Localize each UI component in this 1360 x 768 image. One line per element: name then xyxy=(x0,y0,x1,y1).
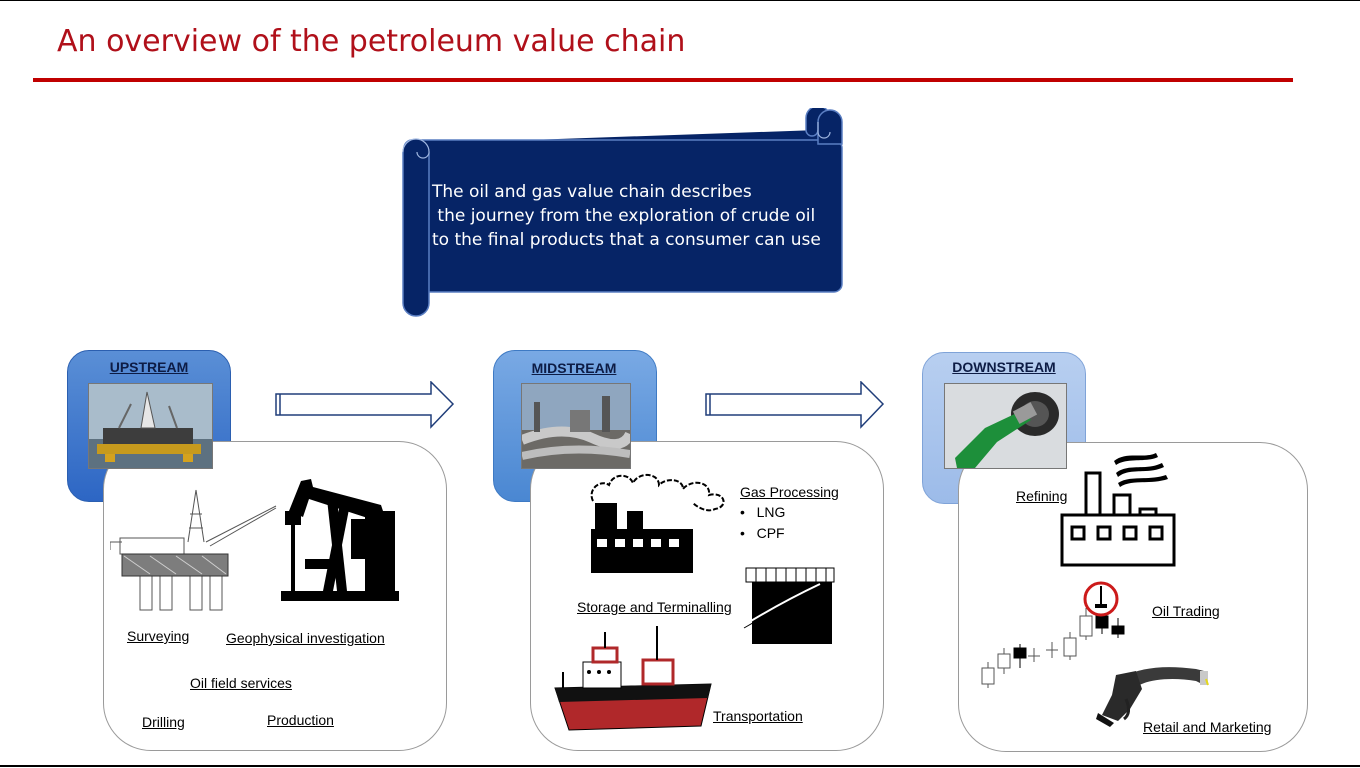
upstream-label: UPSTREAM xyxy=(109,359,189,375)
storage-terminalling-label[interactable]: Storage and Terminalling xyxy=(577,599,732,615)
right-arrow-icon xyxy=(275,381,455,429)
tanker-ship-icon xyxy=(554,626,712,731)
production-label[interactable]: Production xyxy=(267,712,334,728)
oil-field-services-label[interactable]: Oil field services xyxy=(190,675,292,691)
fuel-nozzle-icon xyxy=(1096,667,1209,727)
slide-top-border xyxy=(0,0,1360,1)
gas-processing-label[interactable]: Gas Processing xyxy=(740,484,839,500)
slide-bottom-border xyxy=(0,765,1360,767)
transportation-label[interactable]: Transportation xyxy=(713,708,803,724)
geophysical-investigation-label[interactable]: Geophysical investigation xyxy=(226,630,385,646)
storage-tank-icon xyxy=(743,567,835,644)
candlestick-chart-icon xyxy=(981,581,1125,688)
downstream-label: DOWNSTREAM xyxy=(952,359,1056,375)
lng-bullet: • LNG xyxy=(740,504,786,520)
refinery-icon xyxy=(1060,453,1176,567)
right-arrow-icon xyxy=(705,381,885,429)
scroll-description: The oil and gas value chain describes th… xyxy=(432,182,821,250)
pumpjack-icon xyxy=(281,479,399,601)
slide-title: An overview of the petroleum value chain xyxy=(57,24,686,59)
pipeline-photo xyxy=(521,383,631,469)
factory-smoke-icon xyxy=(590,474,725,573)
oil-rig-icon xyxy=(110,489,277,611)
oil-trading-label[interactable]: Oil Trading xyxy=(1152,603,1220,619)
cpf-bullet: • CPF xyxy=(740,525,785,541)
surveying-label[interactable]: Surveying xyxy=(127,628,190,644)
scroll-banner xyxy=(402,108,843,317)
midstream-label: MIDSTREAM xyxy=(531,360,617,376)
fuel-pump-photo xyxy=(944,383,1067,469)
title-underline-rule xyxy=(33,78,1293,82)
retail-marketing-label[interactable]: Retail and Marketing xyxy=(1143,719,1272,735)
offshore-rig-photo xyxy=(88,383,213,469)
refining-label[interactable]: Refining xyxy=(1016,488,1068,504)
lng-label: LNG xyxy=(756,504,786,520)
drilling-label[interactable]: Drilling xyxy=(142,714,185,730)
cpf-label: CPF xyxy=(756,525,785,541)
